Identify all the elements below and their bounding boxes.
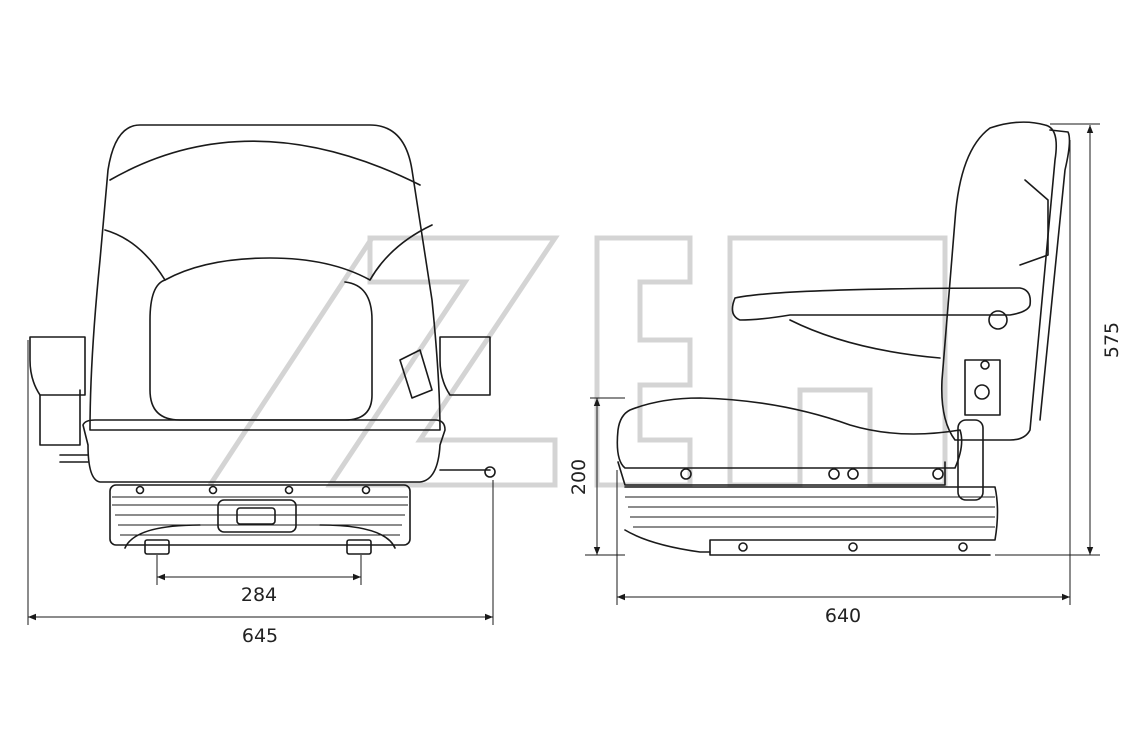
side-armrest (731, 287, 1032, 321)
front-view: 284 645 (27, 124, 496, 647)
side-seat-cushion (616, 397, 963, 469)
dim-mount-width: 284 (241, 584, 277, 606)
side-backrest (940, 121, 1058, 441)
front-lumbar (149, 279, 373, 421)
front-seat-cushion (82, 419, 446, 483)
front-right-armrest (439, 336, 491, 396)
dim-overall-width: 645 (242, 625, 278, 647)
front-left-armrest (29, 336, 86, 396)
dim-overall-depth: 640 (825, 605, 861, 627)
front-backrest (89, 124, 441, 431)
side-view: 200 575 640 (568, 121, 1123, 627)
front-lever (399, 349, 433, 399)
watermark-logo (207, 235, 948, 488)
dim-seat-height: 200 (568, 459, 590, 495)
side-suspension-base (624, 486, 999, 556)
side-seat-frame (617, 461, 946, 486)
dim-overall-height: 575 (1101, 322, 1123, 358)
front-suspension-base (109, 484, 411, 546)
